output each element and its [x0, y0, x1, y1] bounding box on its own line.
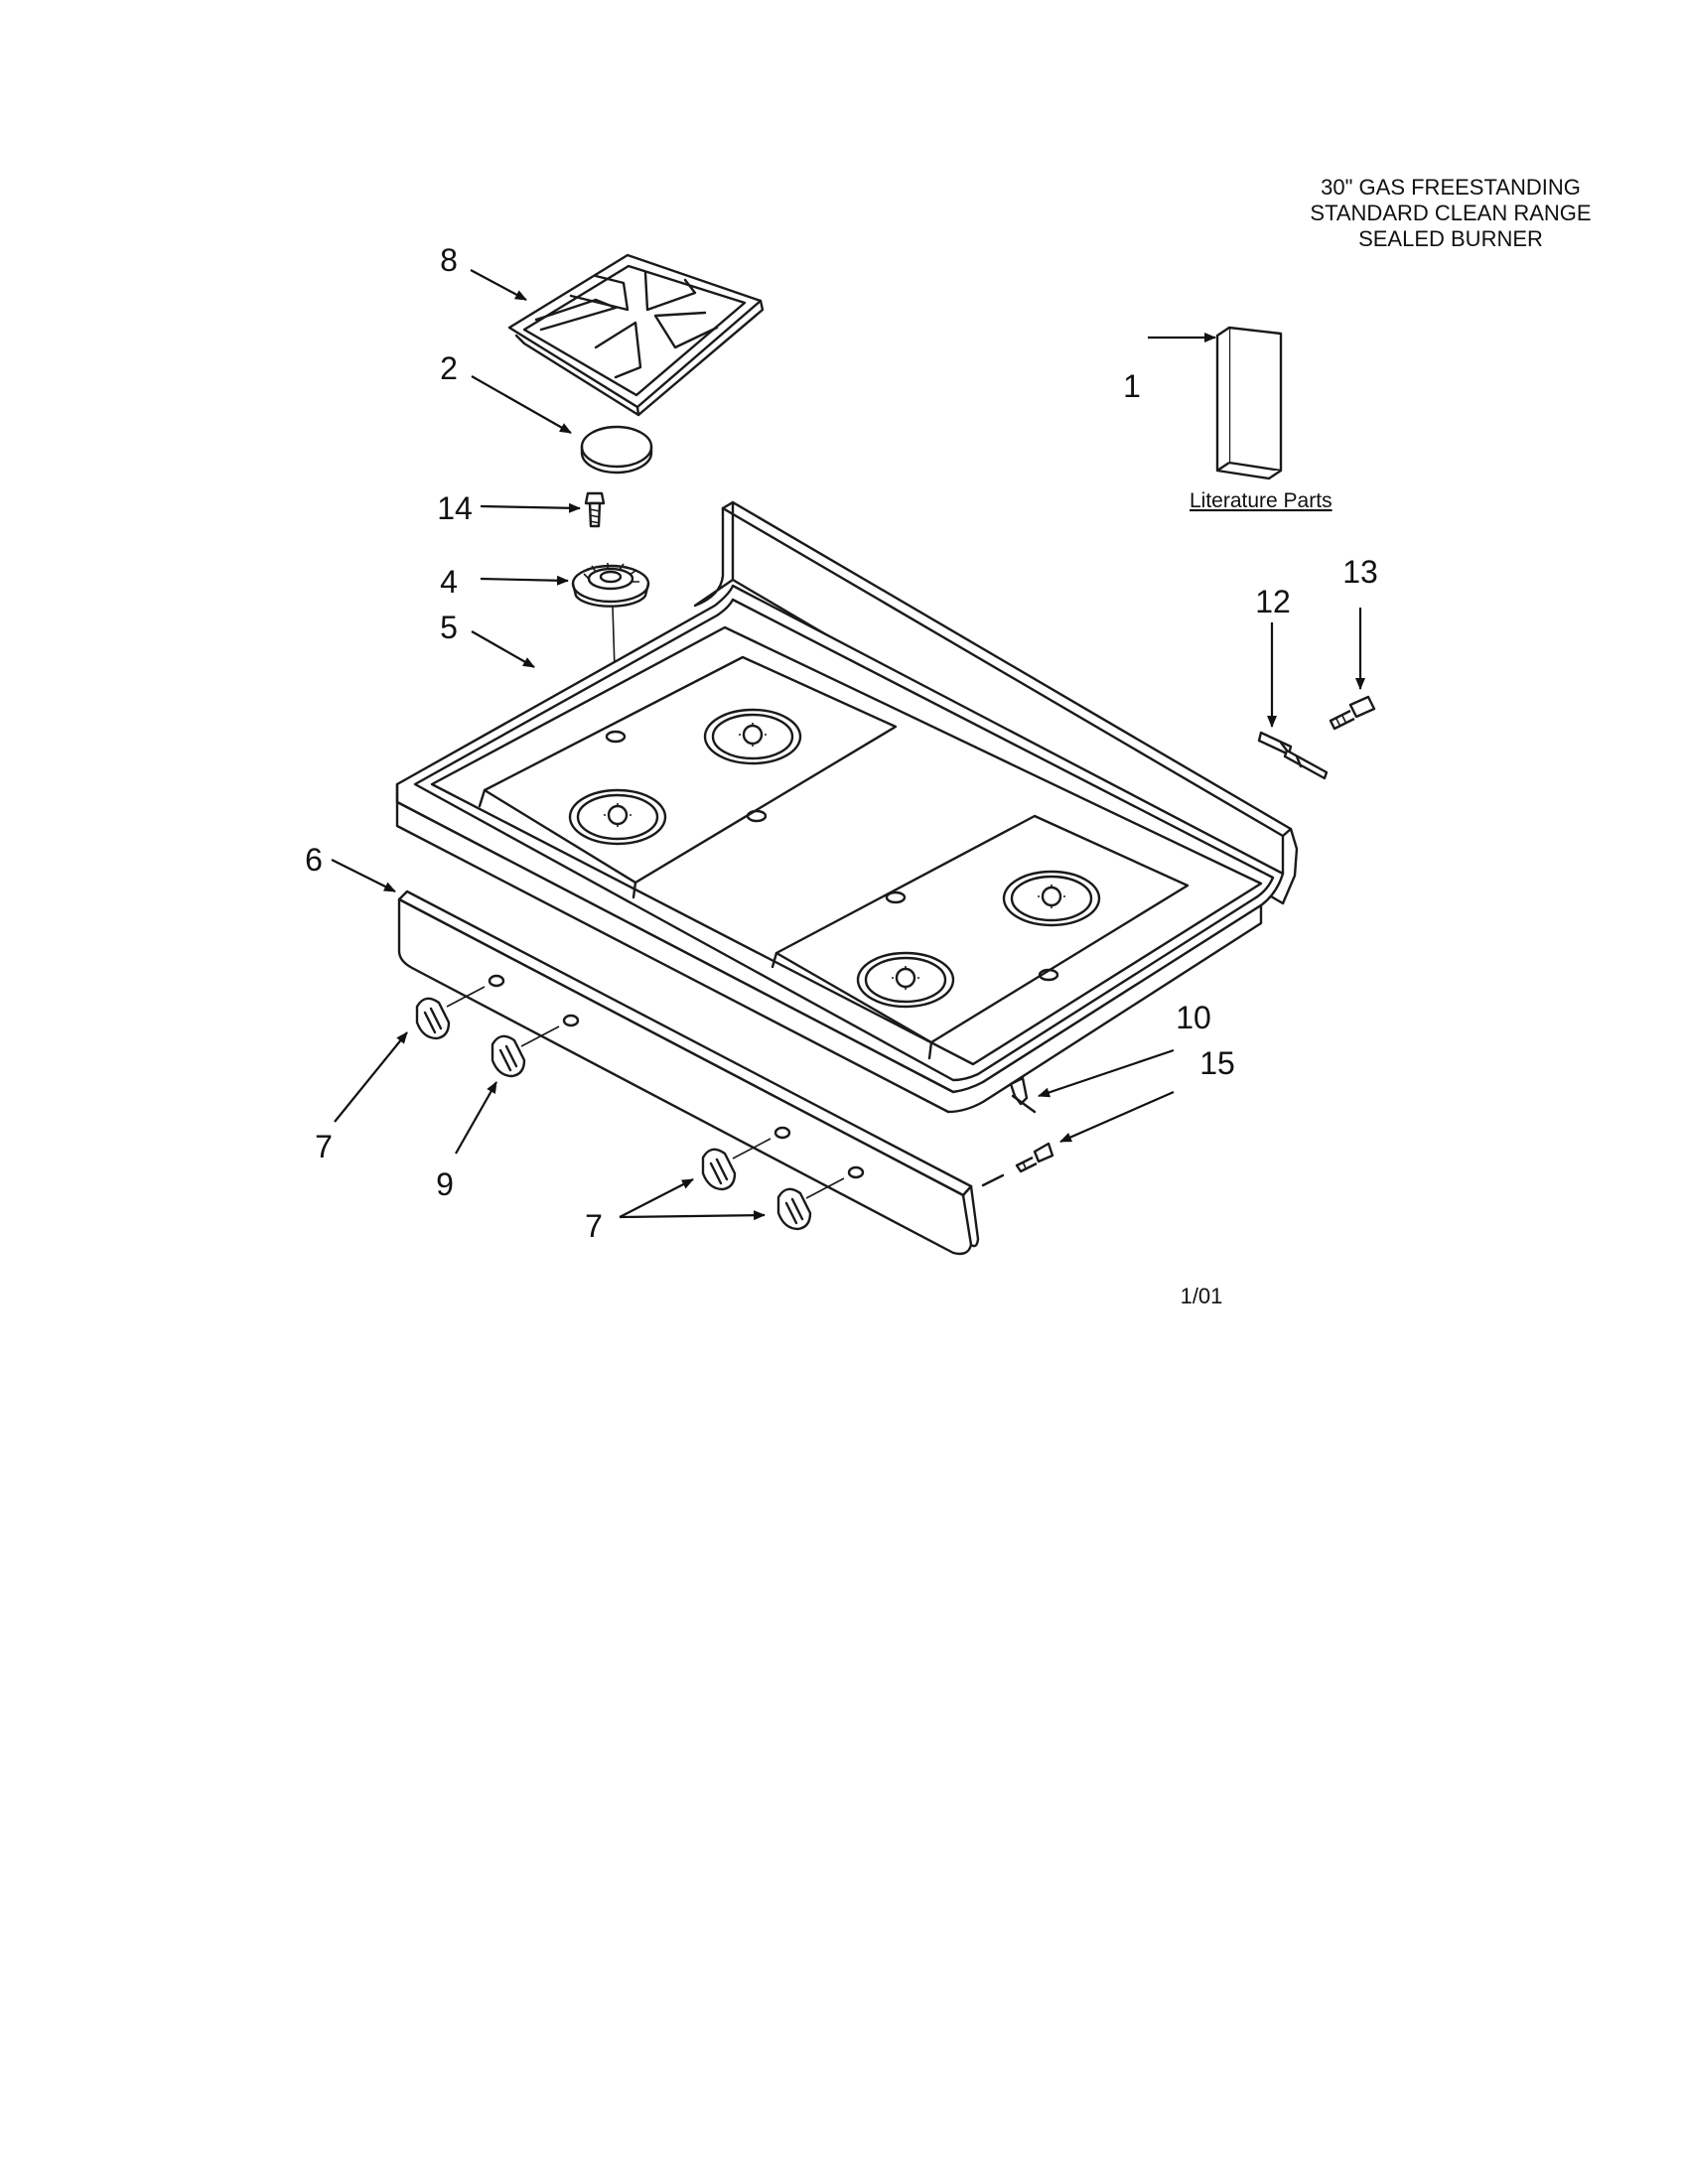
callout-12: 12 [1255, 584, 1291, 619]
panel-attachment-line [981, 1173, 1005, 1187]
burner-head-left-rear [703, 708, 802, 765]
callout-9: 9 [436, 1166, 454, 1202]
control-panel [397, 889, 980, 1256]
panel-clip [1009, 1076, 1037, 1114]
callout-6: 6 [305, 842, 323, 878]
burner-cap [580, 425, 653, 475]
control-knob-4 [776, 1187, 812, 1231]
burner-screw [584, 491, 606, 528]
callout-13: 13 [1342, 554, 1378, 590]
literature-parts-booklet [1215, 326, 1283, 480]
cooktop-main-top [395, 500, 1299, 1114]
callout-15: 15 [1199, 1045, 1235, 1081]
title-line-1: 30" GAS FREESTANDING [1321, 175, 1581, 200]
title-line-2: STANDARD CLEAN RANGE [1310, 201, 1591, 225]
burner-head-right-front [856, 951, 955, 1009]
control-knob-3 [701, 1148, 737, 1191]
leader-arrows [331, 269, 1365, 1221]
callout-7-left: 7 [315, 1129, 333, 1164]
burner-grate [507, 253, 765, 417]
panel-screw [1015, 1142, 1054, 1173]
callout-1: 1 [1123, 368, 1141, 404]
literature-parts-label: Literature Parts [1190, 489, 1333, 512]
callout-8: 8 [440, 242, 458, 278]
control-knob-2 [491, 1034, 526, 1078]
callout-10: 10 [1176, 1000, 1211, 1035]
callout-5: 5 [440, 610, 458, 645]
bracket-screw [1329, 695, 1376, 731]
revision-date: 1/01 [1181, 1284, 1223, 1308]
title-block: 30" GAS FREESTANDING STANDARD CLEAN RANG… [1310, 175, 1591, 251]
burner-head-right-rear [1002, 870, 1101, 927]
callout-4: 4 [440, 564, 458, 600]
control-knob-1 [415, 997, 451, 1040]
bracket [1257, 731, 1329, 780]
callout-14: 14 [437, 490, 473, 526]
burner-head-left-front [568, 788, 667, 846]
title-line-3: SEALED BURNER [1358, 226, 1543, 251]
burner-base [571, 563, 650, 608]
callout-2: 2 [440, 350, 458, 386]
callout-7-right: 7 [585, 1208, 603, 1244]
